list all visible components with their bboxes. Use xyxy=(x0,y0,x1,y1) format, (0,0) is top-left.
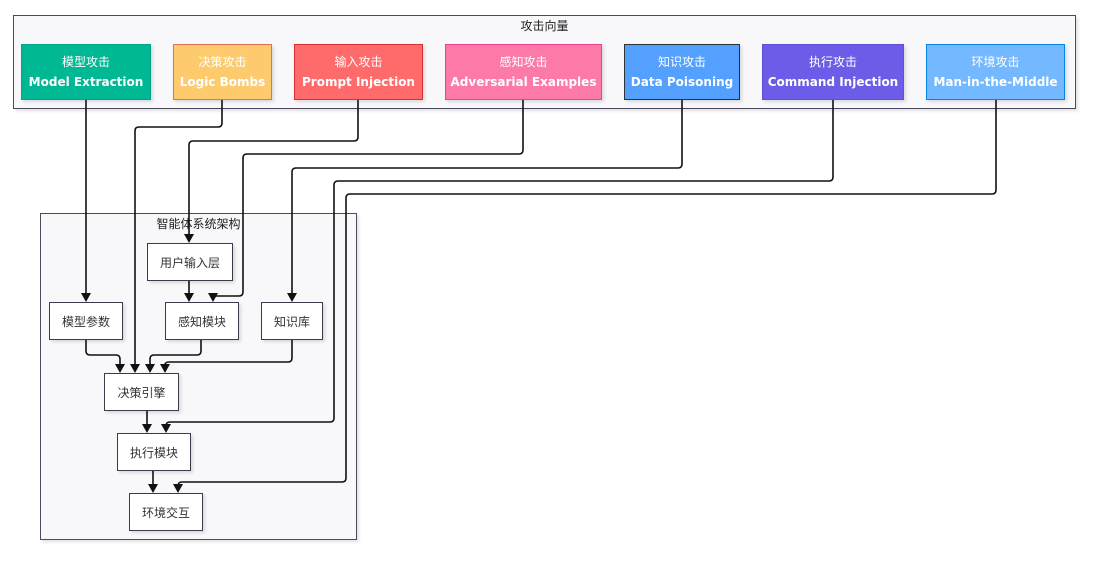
attack-label-en: Prompt Injection xyxy=(302,75,415,89)
attack-data-poisoning[interactable]: 知识攻击 Data Poisoning xyxy=(624,44,740,100)
attack-label-en: Logic Bombs xyxy=(179,75,266,89)
attack-label-zh: 环境攻击 xyxy=(971,55,1020,69)
attack-label-zh: 模型攻击 xyxy=(61,55,110,69)
attack-label-zh: 知识攻击 xyxy=(657,55,706,69)
attack-command-injection[interactable]: 执行攻击 Command Injection xyxy=(762,44,904,100)
attack-label-zh: 执行攻击 xyxy=(808,55,857,69)
attack-man-in-the-middle[interactable]: 环境攻击 Man-in-the-Middle xyxy=(926,44,1065,100)
attack-label-en: Model Extraction xyxy=(28,75,144,89)
attack-label-zh: 决策攻击 xyxy=(198,55,247,69)
architecture-title: 智能体系统架构 xyxy=(156,217,241,231)
node-knowledge-base[interactable]: 知识库 xyxy=(261,302,323,340)
attack-adversarial-examples[interactable]: 感知攻击 Adversarial Examples xyxy=(445,44,602,100)
node-environment-interaction[interactable]: 环境交互 xyxy=(129,493,203,531)
attack-vectors-title: 攻击向量 xyxy=(520,19,569,33)
attack-logic-bombs[interactable]: 决策攻击 Logic Bombs xyxy=(173,44,272,100)
attack-label-zh: 输入攻击 xyxy=(334,55,383,69)
attack-label-zh: 感知攻击 xyxy=(499,55,548,69)
attack-prompt-injection[interactable]: 输入攻击 Prompt Injection xyxy=(294,44,423,100)
attack-label-en: Command Injection xyxy=(767,75,899,89)
attack-model-extraction[interactable]: 模型攻击 Model Extraction xyxy=(21,44,151,100)
attack-label-en: Adversarial Examples xyxy=(450,75,597,89)
attack-label-en: Data Poisoning xyxy=(630,75,734,89)
node-perception-module[interactable]: 感知模块 xyxy=(165,302,239,340)
node-execution-module[interactable]: 执行模块 xyxy=(117,433,191,471)
node-decision-engine[interactable]: 决策引擎 xyxy=(104,373,179,411)
node-user-input-layer[interactable]: 用户输入层 xyxy=(147,243,233,281)
attack-label-en: Man-in-the-Middle xyxy=(933,75,1058,89)
node-model-parameters[interactable]: 模型参数 xyxy=(49,302,123,340)
